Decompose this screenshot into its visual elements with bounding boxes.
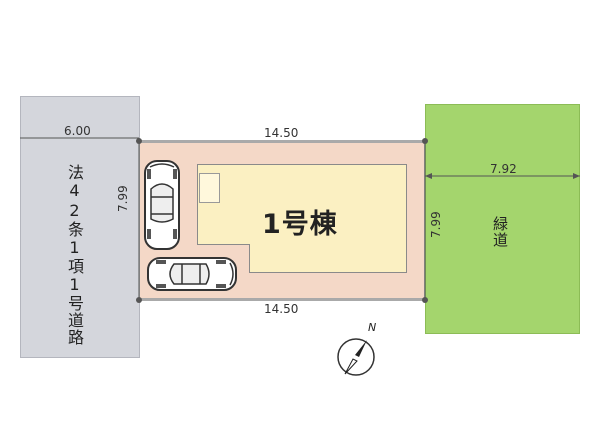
green-path-label: 緑道 [491, 216, 509, 248]
road-area [20, 96, 140, 358]
green-path-width-label: 7.92 [490, 162, 517, 176]
building-annex [199, 173, 220, 203]
lot-top-width-label: 14.50 [264, 126, 299, 140]
car-horizontal-icon [147, 257, 237, 291]
lot-right-depth-label: 7.99 [429, 211, 443, 238]
lot-corner-top-right [422, 138, 428, 144]
compass-icon [337, 338, 375, 376]
building-label: 1号棟 [262, 209, 338, 240]
building-footprint [197, 164, 407, 273]
road-width-label: 6.00 [64, 124, 91, 138]
lot-corner-top-left [136, 138, 142, 144]
lot-corner-bottom-right [422, 297, 428, 303]
compass-north-label: N [368, 321, 377, 334]
lot-left-depth-label: 7.99 [116, 185, 130, 212]
road-label: 法42条1項1号道路 [65, 164, 84, 346]
lot-bottom-width-label: 14.50 [264, 302, 299, 316]
lot-corner-bottom-left [136, 297, 142, 303]
car-vertical-icon [144, 160, 180, 250]
